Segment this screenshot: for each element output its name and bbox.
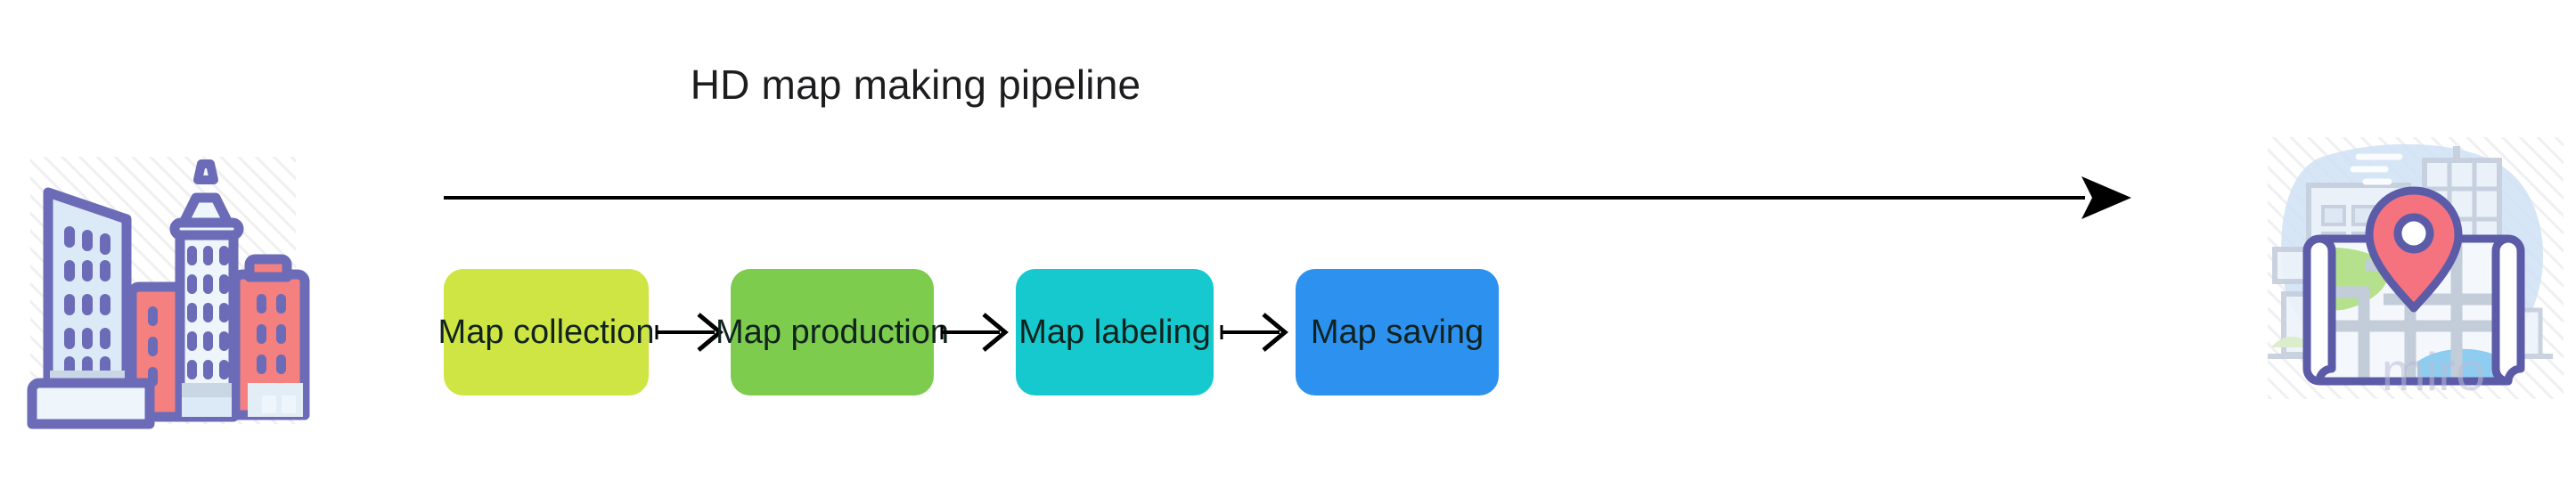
stage-box-map-production[interactable]: Map production [716, 269, 949, 395]
pipeline-stage-row: Map collection Map production Map labeli… [438, 269, 1499, 395]
progress-arrow [444, 176, 2131, 219]
stage-box-map-saving[interactable]: Map saving [1296, 269, 1499, 395]
location-pin-icon [2365, 186, 2463, 313]
stage-label-map-labeling: Map labeling [1018, 314, 1211, 351]
stage-label-map-collection: Map collection [438, 314, 655, 351]
building-glass-tower [43, 187, 132, 394]
map-location-illustration: miro [2268, 137, 2564, 402]
stage-box-map-collection[interactable]: Map collection [438, 269, 654, 395]
stage-label-map-production: Map production [716, 314, 949, 351]
building-red-right [230, 254, 310, 420]
stage-box-map-labeling[interactable]: Map labeling [1016, 269, 1214, 395]
map-paper [2302, 234, 2525, 386]
page-title: HD map making pipeline [690, 61, 1141, 108]
arrow-right-icon [1220, 313, 1288, 352]
building-base-plinth [27, 378, 155, 429]
stage-label-map-saving: Map saving [1310, 314, 1484, 351]
arrow-right-icon [655, 313, 724, 352]
miro-watermark: miro [2382, 342, 2486, 402]
city-buildings-illustration [27, 157, 310, 429]
building-central-tower [169, 159, 244, 422]
arrow-right-icon [940, 313, 1009, 352]
